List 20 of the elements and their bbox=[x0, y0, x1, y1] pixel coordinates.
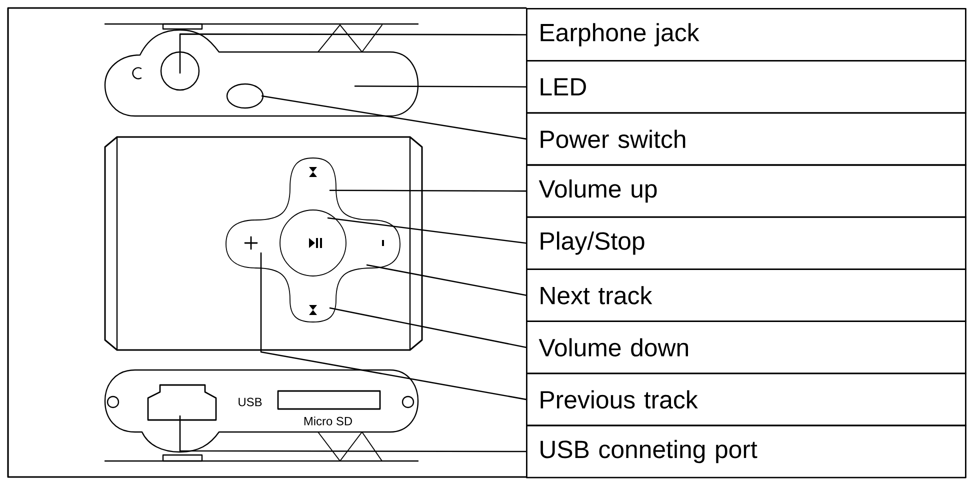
leader-line bbox=[179, 33, 527, 74]
leader-line bbox=[329, 307, 527, 348]
leader-line bbox=[261, 95, 527, 140]
table-cell: Previous track bbox=[526, 372, 966, 426]
leader-line bbox=[366, 264, 527, 296]
table-cell: Play/Stop bbox=[526, 216, 966, 270]
table-cell: Earphone jack bbox=[526, 8, 966, 62]
part-label: Micro SD bbox=[304, 416, 352, 426]
leader-line bbox=[260, 252, 527, 400]
table-cell: Next track bbox=[526, 268, 966, 322]
table-cell: LED bbox=[526, 60, 966, 114]
table-cell: USB conneting port bbox=[526, 424, 966, 478]
table-cell: Volume up bbox=[526, 164, 966, 218]
table-cell: Volume down bbox=[526, 320, 966, 374]
table-cell: Power switch bbox=[526, 112, 966, 166]
leader-line bbox=[354, 86, 527, 88]
leader-line bbox=[327, 217, 527, 244]
leader-line bbox=[329, 190, 527, 192]
part-label: USB bbox=[238, 398, 262, 406]
leader-line bbox=[179, 415, 527, 452]
